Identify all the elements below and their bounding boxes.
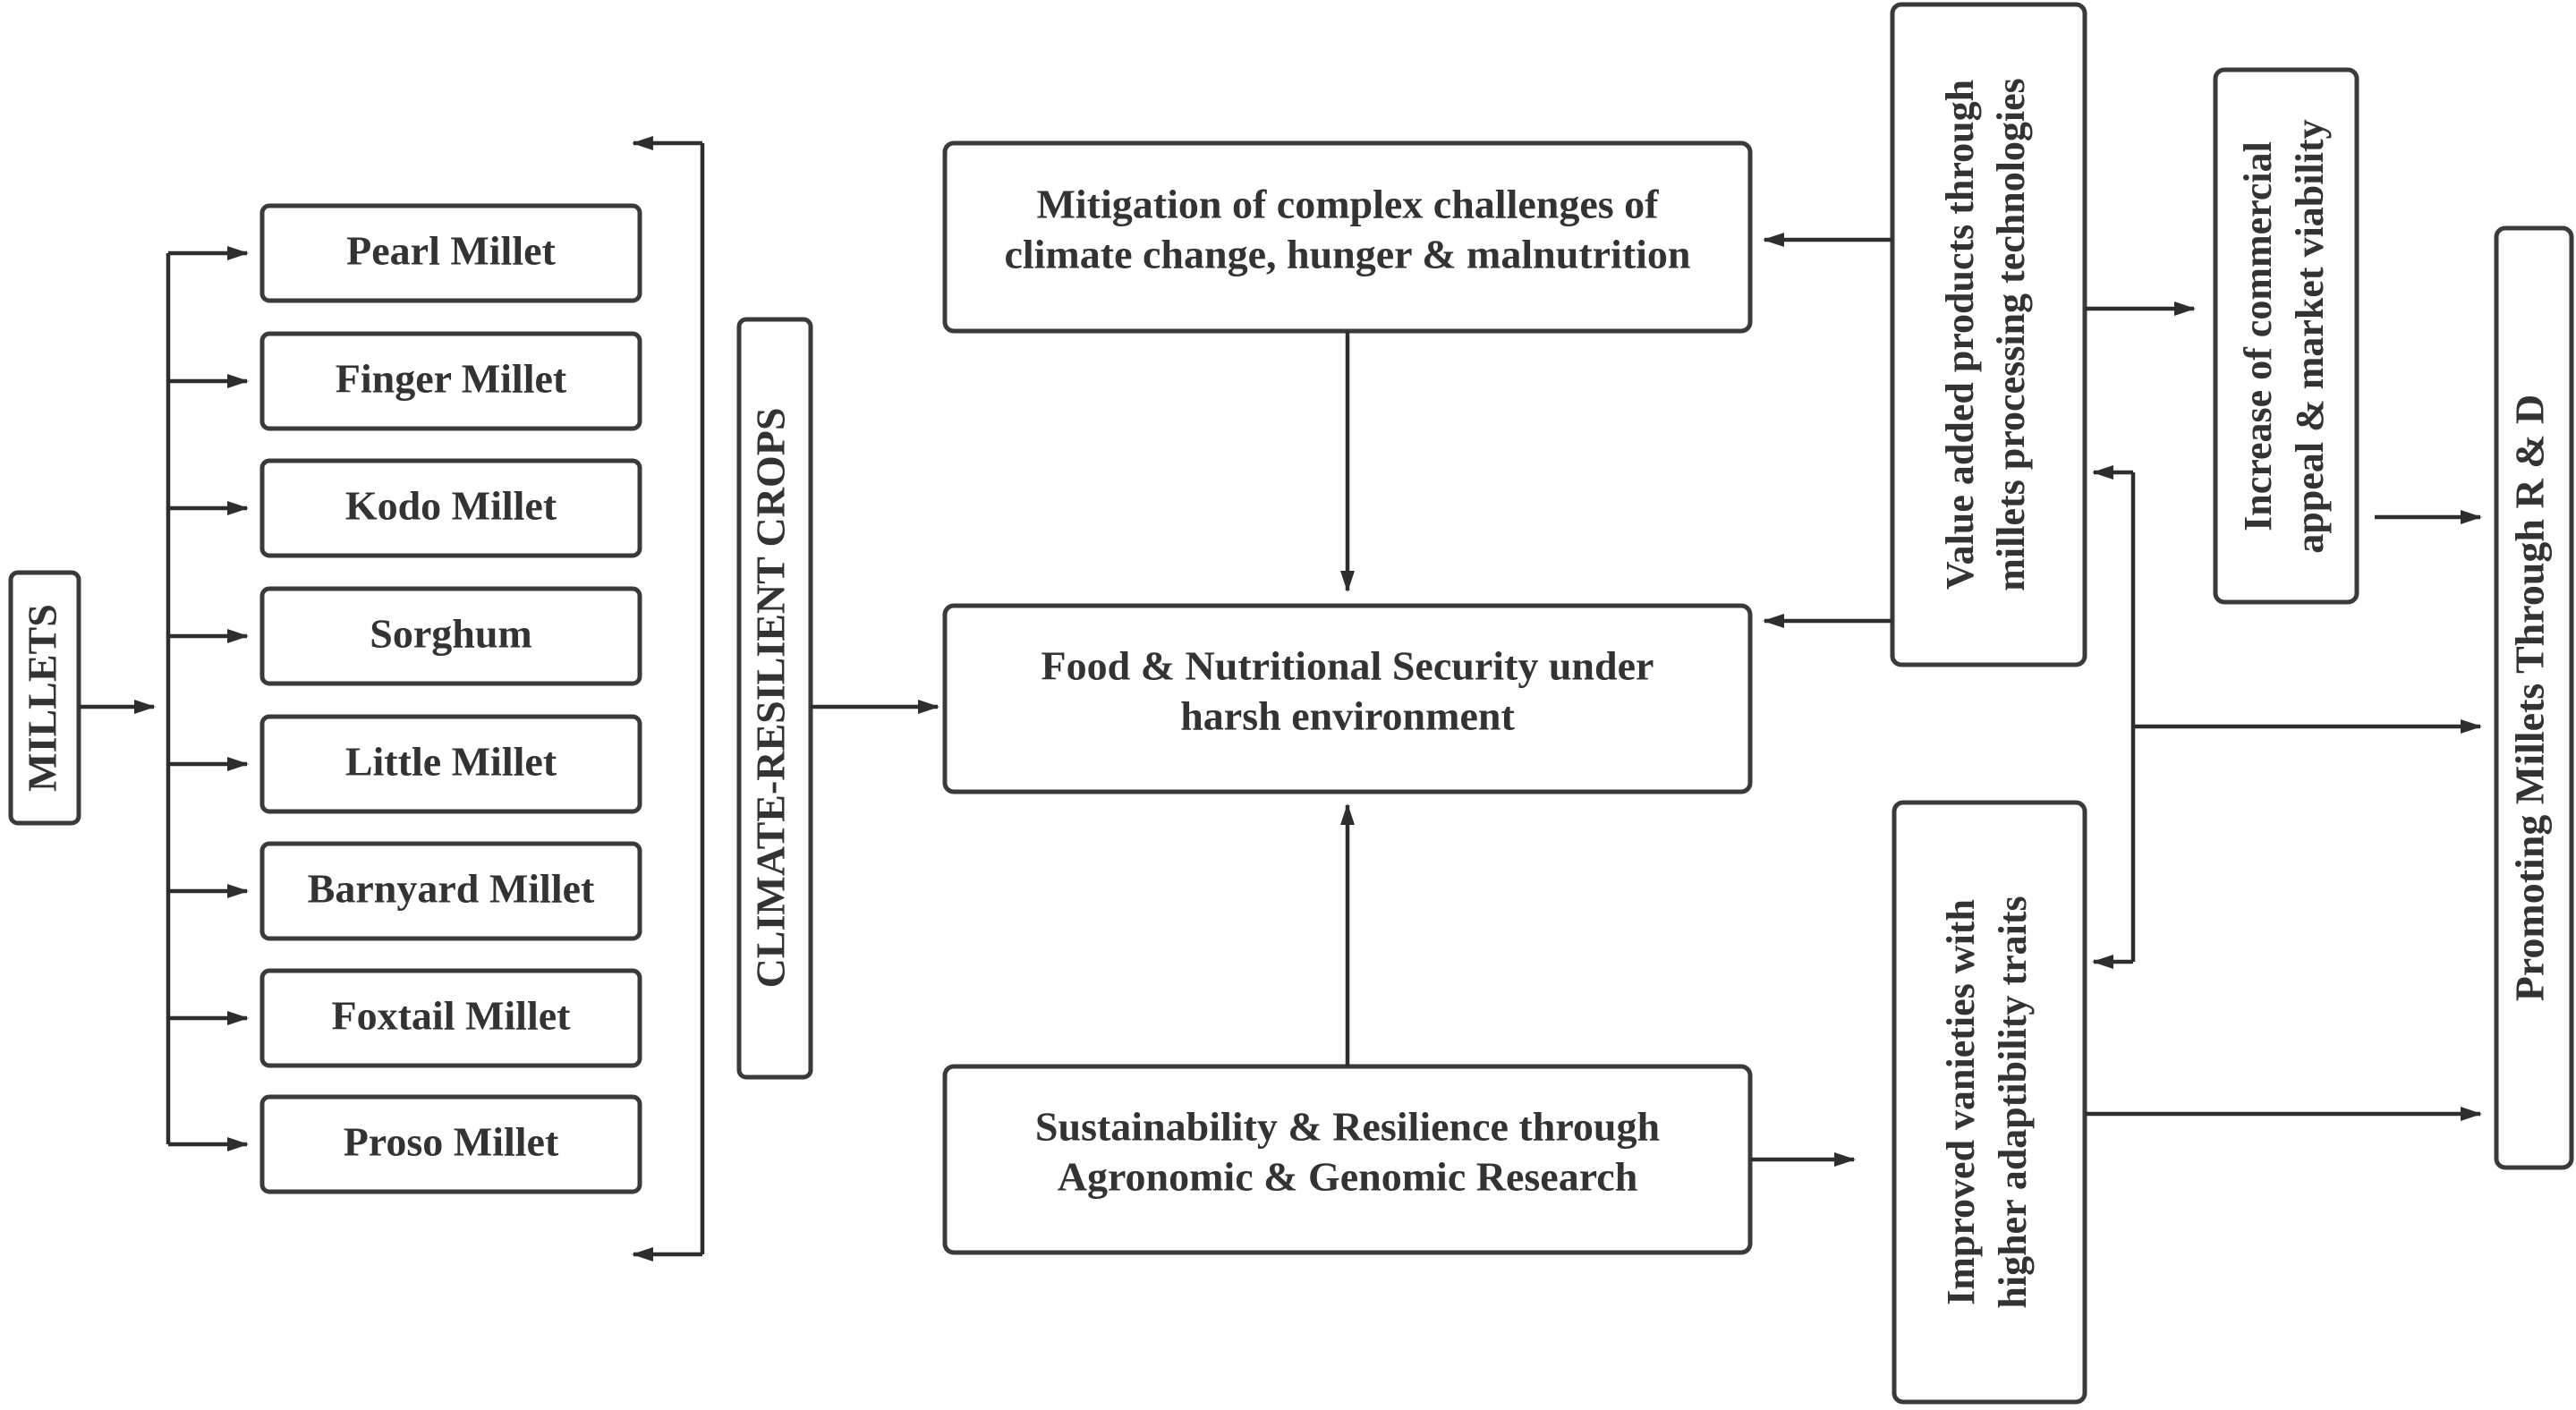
millet-label: Little Millet — [345, 739, 557, 785]
value-improved-connector — [2092, 465, 2482, 969]
improved-varieties-node: Improved vanieties with higher adaptibil… — [1892, 800, 2087, 1405]
millet-label: Foxtail Millet — [332, 993, 572, 1039]
mitigation-line1: Mitigation of complex challenges of — [1036, 182, 1659, 227]
millet-label: Barnyard Millet — [308, 866, 595, 912]
millets-root-label: MILLETS — [20, 604, 65, 792]
improved-line1: Improved vanieties with — [1939, 899, 1983, 1305]
millet-node: Finger Millet — [259, 331, 642, 431]
millet-node: Pearl Millet — [259, 203, 642, 303]
millet-node: Proso Millet — [259, 1094, 642, 1194]
mitigation-line2: climate change, hunger & malnutrition — [1004, 232, 1690, 277]
climate-resilient-crops-node: CLIMATE-RESILIENT CROPS — [736, 317, 813, 1080]
promoting-label: Promoting Millets Through R & D — [2507, 395, 2553, 1002]
millets-group-bracket — [632, 136, 705, 1261]
mitigation-node: Mitigation of complex challenges of clim… — [942, 140, 1753, 334]
millet-node: Little Millet — [259, 714, 642, 814]
millet-node: Kodo Millet — [259, 458, 642, 558]
sustainability-line1: Sustainability & Resilience through — [1035, 1104, 1660, 1150]
value-added-line1: Value added products through — [1938, 80, 1982, 590]
commercial-appeal-node: Increase of commercial appeal & market v… — [2213, 67, 2359, 605]
promoting-rnd-node: Promoting Millets Through R & D — [2494, 225, 2574, 1170]
food-security-line1: Food & Nutritional Security under — [1041, 643, 1654, 689]
commercial-line2: appeal & market viability — [2288, 119, 2332, 553]
millet-node: Sorghum — [259, 586, 642, 686]
value-added-node: Value added products through millets pro… — [1890, 2, 2087, 667]
millet-node: Barnyard Millet — [259, 841, 642, 941]
millet-list: Pearl Millet Finger Millet Kodo Millet S… — [259, 203, 642, 1194]
sustainability-line2: Agronomic & Genomic Research — [1058, 1154, 1638, 1200]
improved-line2: higher adaptibility traits — [1991, 896, 2035, 1308]
millet-label: Sorghum — [370, 611, 531, 657]
commercial-line1: Increase of commercial — [2236, 141, 2280, 531]
millet-node: Foxtail Millet — [259, 968, 642, 1068]
millet-label: Pearl Millet — [346, 228, 556, 274]
millet-label: Finger Millet — [336, 356, 567, 402]
millet-label: Proso Millet — [344, 1119, 559, 1165]
food-security-line2: harsh environment — [1180, 693, 1515, 739]
food-security-node: Food & Nutritional Security under harsh … — [942, 603, 1753, 794]
millet-branch-arrows — [168, 246, 249, 1151]
climate-resilient-crops-label: CLIMATE-RESILIENT CROPS — [748, 408, 794, 989]
sustainability-node: Sustainability & Resilience through Agro… — [942, 1064, 1753, 1255]
millets-root-node: MILLETS — [8, 570, 81, 826]
millet-label: Kodo Millet — [345, 483, 557, 529]
value-added-line2: millets processing technologies — [1989, 78, 2033, 591]
